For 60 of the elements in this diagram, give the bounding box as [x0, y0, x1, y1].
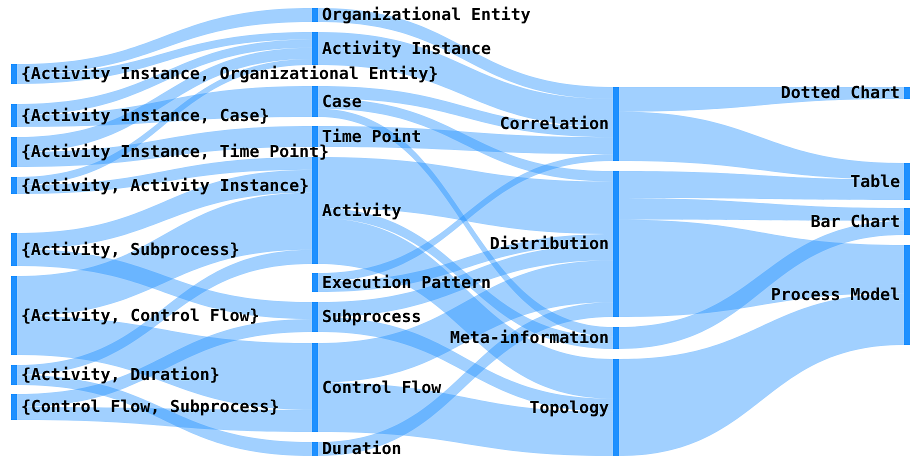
- node-label: Case: [322, 92, 362, 112]
- flow-ribbon: [318, 244, 613, 317]
- node-label: Duration: [322, 439, 402, 456]
- flow-ribbon: [17, 192, 312, 316]
- node-label: Subprocess: [322, 307, 422, 327]
- node-label: Bar Chart: [810, 212, 900, 232]
- flow-ribbon: [318, 32, 613, 127]
- flow-ribbon: [318, 218, 613, 399]
- flow-ribbon: [318, 108, 613, 337]
- node-label: Meta-information: [450, 328, 609, 348]
- flow-ribbon: [619, 112, 904, 180]
- flow-ribbon: [318, 98, 613, 182]
- flow-ribbon: [318, 317, 613, 412]
- node-label: Distribution: [490, 234, 609, 254]
- node-label: Execution Pattern: [322, 272, 491, 292]
- flow-ribbon: [619, 220, 904, 349]
- flow-ribbon: [17, 126, 312, 167]
- flow-ribbon: [17, 375, 312, 456]
- flow-ribbon: [17, 249, 312, 319]
- node-label: {Activity Instance, Case}: [21, 106, 270, 126]
- node-label: Activity: [322, 200, 402, 220]
- node-label: {Activity Instance, Organizational Entity}: [21, 64, 438, 84]
- flow-ribbon: [318, 302, 613, 456]
- flow-ribbon: [619, 220, 904, 317]
- flow-ribbon: [17, 32, 312, 84]
- node-label: Process Model: [770, 285, 900, 305]
- flow-ribbon: [17, 8, 312, 74]
- flow-ribbon: [619, 171, 904, 200]
- node-label: Correlation: [500, 114, 609, 134]
- node-label: Table: [850, 172, 900, 192]
- node-label: {Control Flow, Subprocess}: [21, 397, 280, 417]
- node-label: {Activity, Subprocess}: [21, 240, 240, 260]
- flow-ribbon: [318, 8, 613, 99]
- flow-ribbon: [619, 87, 904, 112]
- node-label: Organizational Entity: [322, 5, 531, 25]
- flow-ribbon: [17, 157, 312, 194]
- flow-ribbon: [619, 293, 904, 456]
- flow-ribbon: [318, 86, 613, 138]
- node-label: Control Flow: [322, 378, 442, 398]
- flow-ribbon: [318, 234, 613, 292]
- flow-ribbon: [17, 48, 312, 152]
- flow-ribbon: [318, 382, 613, 456]
- node-label: Dotted Chart: [780, 83, 900, 103]
- flow-ribbon: [17, 407, 312, 432]
- flow-ribbon: [17, 40, 312, 115]
- flow-ribbon: [619, 198, 904, 221]
- flow-ribbon: [318, 157, 613, 234]
- node-label: Activity Instance: [322, 38, 491, 58]
- flow-ribbon: [318, 154, 613, 282]
- node-label: {Activity, Duration}: [21, 365, 220, 385]
- flow-ribbon: [17, 250, 312, 375]
- flow-ribbon: [17, 86, 312, 127]
- node-label: {Activity, Control Flow}: [21, 306, 260, 326]
- node-label: Topology: [530, 398, 609, 418]
- node-label: {Activity, Activity Instance}: [21, 176, 310, 196]
- flow-ribbon: [318, 126, 613, 154]
- flow-ribbon: [17, 59, 312, 185]
- flow-ribbon: [318, 208, 613, 349]
- flow-ribbon: [17, 170, 312, 249]
- flow-ribbon: [318, 260, 613, 383]
